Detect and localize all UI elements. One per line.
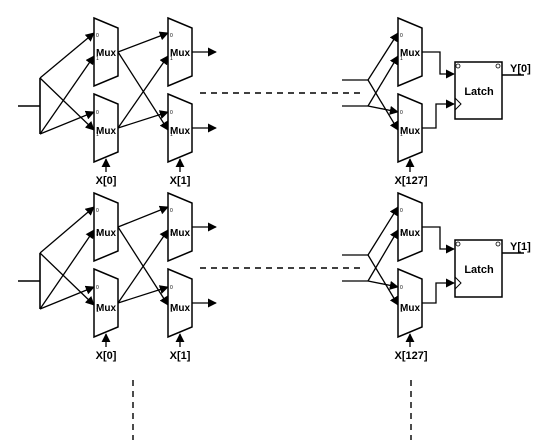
- mux-label: Mux: [400, 228, 420, 239]
- svg-text:0: 0: [96, 285, 99, 291]
- mux-label: Mux: [400, 126, 420, 137]
- svg-text:1: 1: [400, 132, 403, 138]
- row-0: Mux 0 1 Mux 0 1 X[0] Mux 0 1 Mux 0 1 X[1…: [18, 16, 531, 187]
- mux-r0-s127-bot: [397, 92, 423, 164]
- svg-text:1: 1: [170, 132, 173, 138]
- select-label: X[127]: [394, 175, 427, 187]
- mux-r0-s0-top: [93, 16, 119, 88]
- select-label: X[1]: [170, 175, 191, 187]
- mux-label: Mux: [170, 48, 190, 59]
- svg-text:1: 1: [170, 231, 173, 237]
- svg-text:0: 0: [170, 208, 173, 214]
- svg-text:0: 0: [400, 285, 403, 291]
- mux-r1-s1-bot: [167, 267, 193, 339]
- latch-label: Latch: [464, 86, 494, 98]
- svg-text:1: 1: [400, 308, 403, 314]
- svg-text:0: 0: [96, 208, 99, 214]
- mux-r1-s1-top: [167, 191, 193, 263]
- svg-text:0: 0: [96, 110, 99, 116]
- mux-r0-s1-top: [167, 16, 193, 88]
- select-label: X[127]: [394, 350, 427, 362]
- latch-label: Latch: [464, 264, 494, 276]
- svg-text:1: 1: [170, 308, 173, 314]
- output-label: Y[0]: [510, 63, 531, 75]
- mux-r0-s1-bot: [167, 92, 193, 164]
- select-label: X[1]: [170, 350, 191, 362]
- select-label: X[0]: [96, 175, 117, 187]
- mux-label: Mux: [96, 126, 116, 137]
- select-label: X[0]: [96, 350, 117, 362]
- svg-text:0: 0: [400, 208, 403, 214]
- latch-1: [454, 239, 503, 298]
- svg-text:0: 0: [400, 33, 403, 39]
- svg-text:1: 1: [170, 56, 173, 62]
- svg-text:1: 1: [96, 308, 99, 314]
- mux-r1-s127-top: [397, 191, 423, 263]
- mux-label: Mux: [96, 303, 116, 314]
- mux-r0-s0-bot: [93, 92, 119, 164]
- mux-label: Mux: [96, 48, 116, 59]
- output-label: Y[1]: [510, 241, 531, 253]
- svg-text:0: 0: [96, 33, 99, 39]
- row-1: Mux 0 1 Mux 0 1 X[0] Mux 0 1 Mux 0 1 X[1…: [18, 191, 531, 362]
- svg-text:0: 0: [170, 33, 173, 39]
- mux-r1-s0-top: [93, 191, 119, 263]
- mux-label: Mux: [170, 303, 190, 314]
- latch-0: [454, 61, 503, 120]
- mux-label: Mux: [96, 228, 116, 239]
- svg-text:0: 0: [400, 110, 403, 116]
- svg-text:1: 1: [96, 132, 99, 138]
- svg-text:1: 1: [96, 56, 99, 62]
- svg-text:1: 1: [400, 231, 403, 237]
- mux-label: Mux: [170, 228, 190, 239]
- svg-text:1: 1: [96, 231, 99, 237]
- mux-label: Mux: [170, 126, 190, 137]
- svg-text:0: 0: [170, 285, 173, 291]
- mux-r1-s127-bot: [397, 267, 423, 339]
- mux-r0-s127-top: [397, 16, 423, 88]
- svg-text:1: 1: [400, 56, 403, 62]
- svg-text:0: 0: [170, 110, 173, 116]
- mux-label: Mux: [400, 303, 420, 314]
- mux-r1-s0-bot: [93, 267, 119, 339]
- mux-label: Mux: [400, 48, 420, 59]
